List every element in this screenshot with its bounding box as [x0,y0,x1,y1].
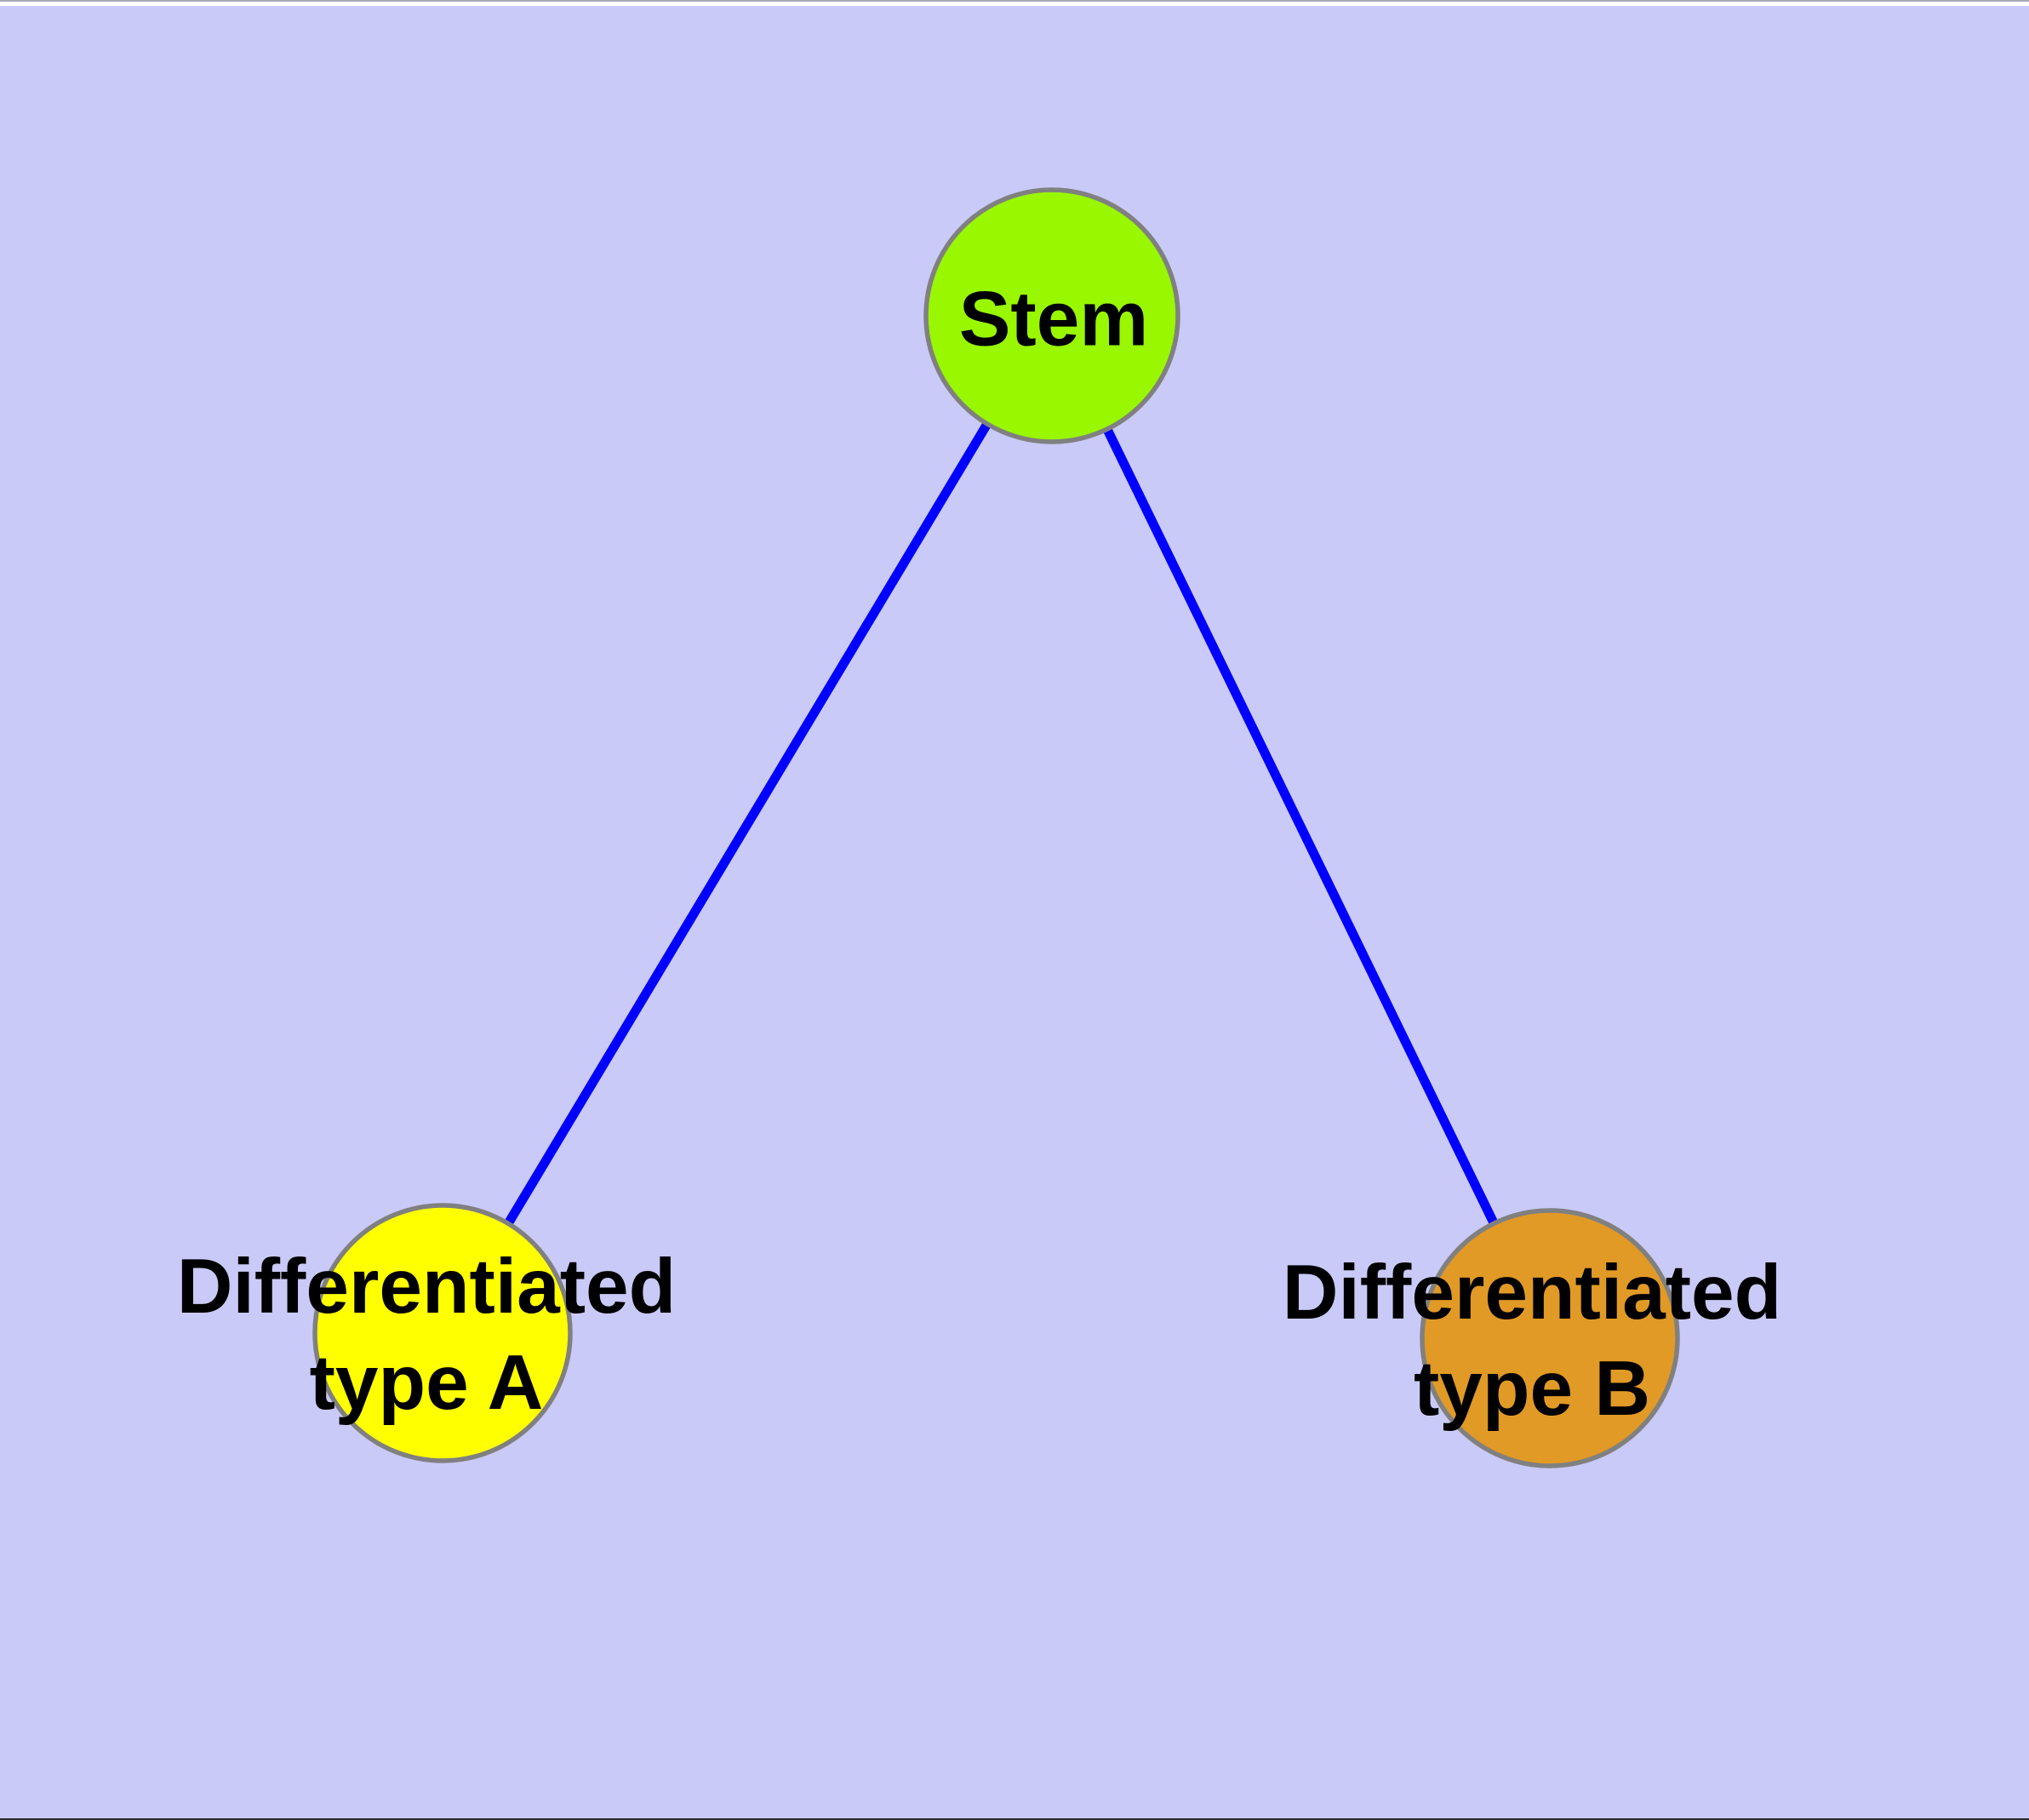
label-line: Differentiated [176,1244,677,1330]
node-circle-differentiated-type-a [312,1203,573,1463]
node-label-differentiated-type-a: Differentiated type A [177,1239,677,1431]
label-line: type B [1413,1346,1651,1432]
label-line: Stem [958,276,1149,363]
node-circle-stem [923,187,1180,444]
window-top-hairline [0,0,2029,2]
edge-stem-to-type-a [438,313,1056,1336]
label-line: type A [309,1340,544,1426]
node-circle-differentiated-type-b [1420,1208,1680,1468]
window-bottom-hairline [0,1818,2029,1820]
window-top-strip [0,2,2029,6]
label-line: Differentiated [1282,1250,1782,1336]
node-label-stem: Stem [959,272,1149,368]
node-label-differentiated-type-b: Differentiated type B [1283,1245,1782,1437]
edge-stem-to-type-b [1048,313,1554,1341]
